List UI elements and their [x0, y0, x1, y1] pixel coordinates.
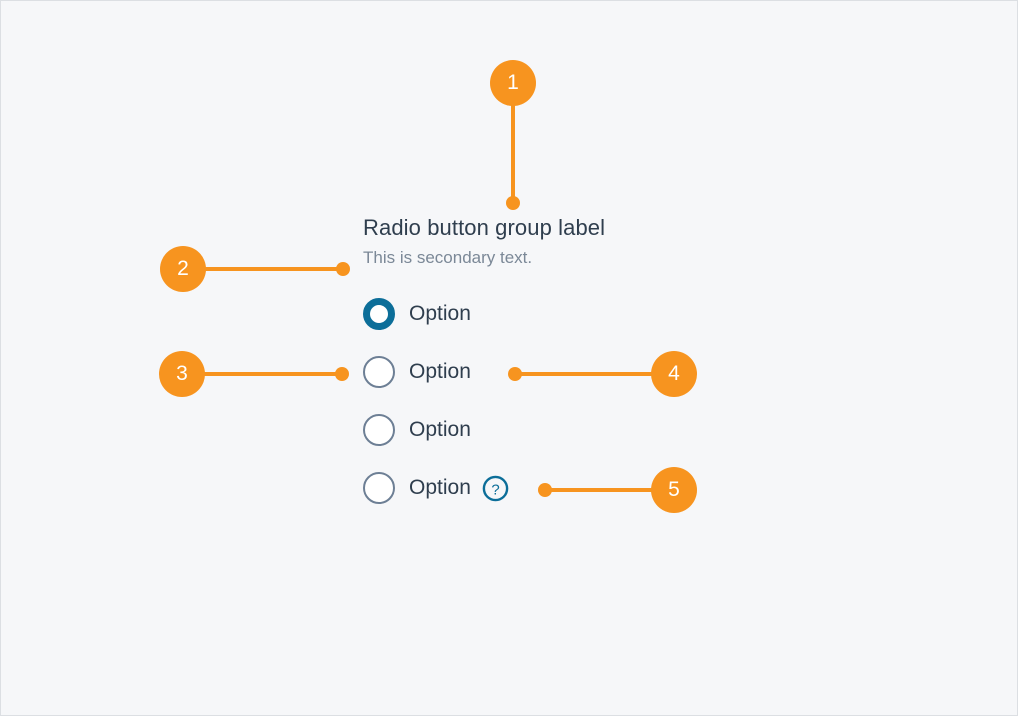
radio-group-label: Radio button group label [363, 215, 606, 240]
callout-endpoint-dot-3 [335, 367, 349, 381]
callout-badge-5[interactable]: 5 [651, 467, 697, 513]
radio-button-group: Radio button group label This is seconda… [363, 213, 783, 517]
callout-leader-line-1 [511, 103, 515, 205]
help-icon[interactable]: ? [482, 475, 509, 502]
radio-option-row-3[interactable]: Option [363, 401, 783, 459]
radio-group-secondary-text: This is secondary text. [363, 248, 533, 267]
radio-unselected-icon[interactable] [363, 472, 395, 504]
radio-option-row-1[interactable]: Option [363, 285, 783, 343]
callout-leader-line-4 [516, 372, 663, 376]
callout-badge-1[interactable]: 1 [490, 60, 536, 106]
radio-option-row-2[interactable]: Option [363, 343, 783, 401]
callout-leader-line-5 [546, 488, 663, 492]
callout-badge-2[interactable]: 2 [160, 246, 206, 292]
radio-option-label: Option [409, 418, 471, 441]
radio-unselected-icon[interactable] [363, 356, 395, 388]
callout-badge-3[interactable]: 3 [159, 351, 205, 397]
callout-endpoint-dot-4 [508, 367, 522, 381]
radio-option-row-4[interactable]: Option ? [363, 459, 783, 517]
callout-endpoint-dot-1 [506, 196, 520, 210]
callout-leader-line-2 [200, 267, 347, 271]
callout-endpoint-dot-5 [538, 483, 552, 497]
callout-leader-line-3 [199, 372, 347, 376]
radio-option-label: Option [409, 476, 471, 499]
help-icon-glyph: ? [491, 481, 499, 498]
radio-unselected-icon[interactable] [363, 414, 395, 446]
radio-selected-icon[interactable] [363, 298, 395, 330]
radio-option-list: Option Option Option Option ? [363, 285, 783, 517]
radio-option-label: Option [409, 302, 471, 325]
callout-endpoint-dot-2 [336, 262, 350, 276]
radio-option-label: Option [409, 360, 471, 383]
callout-badge-4[interactable]: 4 [651, 351, 697, 397]
